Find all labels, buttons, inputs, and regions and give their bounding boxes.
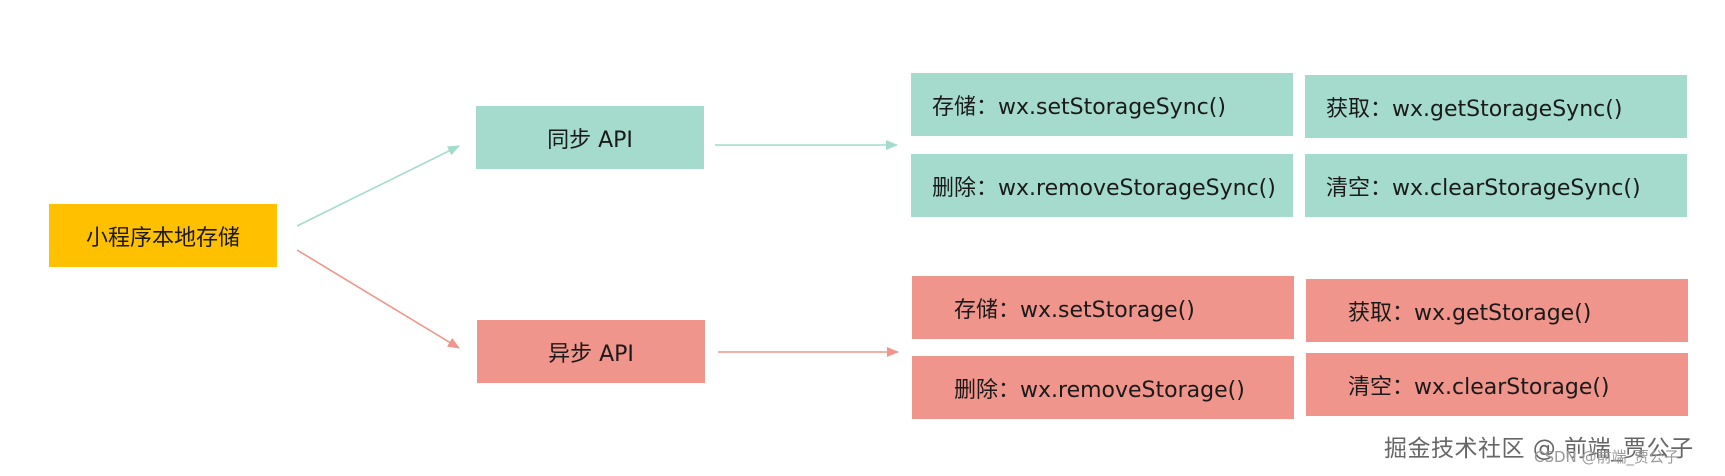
sync-method-clear-label: 清空：wx.clearStorageSync() [1326,175,1641,201]
sync-method-clear: 清空：wx.clearStorageSync() [1305,154,1687,217]
sync-method-set-label: 存储：wx.setStorageSync() [932,94,1226,120]
async-method-get: 获取：wx.getStorage() [1306,279,1688,342]
async-method-clear-label: 清空：wx.clearStorage() [1348,374,1610,400]
sync-api-label: 同步 API [547,127,633,153]
async-method-set-label: 存储：wx.setStorage() [954,297,1195,323]
sync-method-get-label: 获取：wx.getStorageSync() [1326,96,1623,122]
sync-method-get: 获取：wx.getStorageSync() [1305,75,1687,138]
sync-method-remove: 删除：wx.removeStorageSync() [911,154,1293,217]
watermark-sub: CSDN @前端_贾公子 [1534,448,1680,466]
async-method-set: 存储：wx.setStorage() [912,276,1294,339]
async-api-label: 异步 API [548,341,634,367]
sync-method-remove-label: 删除：wx.removeStorageSync() [932,175,1276,201]
root-node: 小程序本地存储 [49,204,277,267]
sync-method-set: 存储：wx.setStorageSync() [911,73,1293,136]
async-api-node: 异步 API [477,320,705,383]
sync-api-node: 同步 API [476,106,704,169]
arrow-root-to-sync [296,145,460,227]
arrow-root-to-async [296,249,460,349]
async-method-remove-label: 删除：wx.removeStorage() [954,377,1245,403]
root-node-label: 小程序本地存储 [85,225,240,251]
async-method-clear: 清空：wx.clearStorage() [1306,353,1688,416]
async-method-get-label: 获取：wx.getStorage() [1348,300,1592,326]
async-method-remove: 删除：wx.removeStorage() [912,356,1294,419]
watermark-main: 掘金技术社区 @ 前端_贾公子 [1384,436,1694,462]
